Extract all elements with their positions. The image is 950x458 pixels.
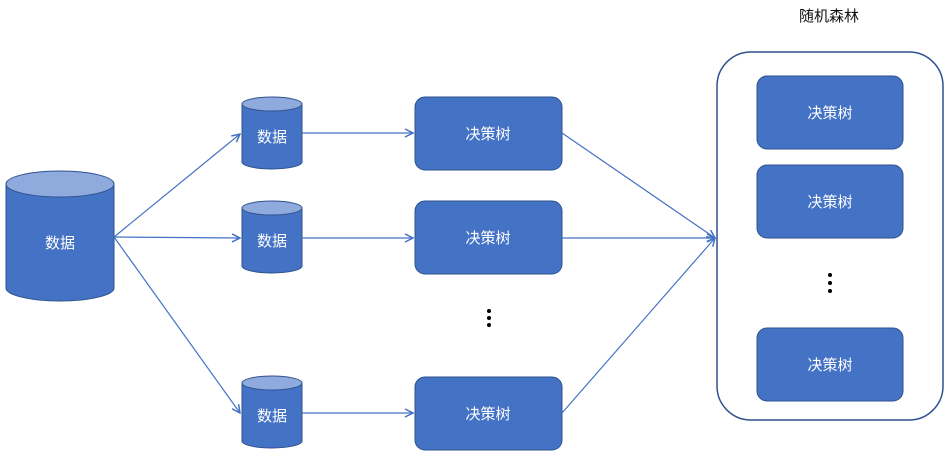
sample-data-cylinder-1: 数据	[241, 96, 303, 170]
source-data-cylinder: 数据	[5, 170, 115, 302]
forest-tree-label-2: 决策树	[807, 193, 852, 211]
source-arrows	[113, 134, 240, 413]
forest-tree-box-3: 决策树	[756, 327, 904, 402]
forest-ellipsis	[828, 273, 832, 293]
sample-arrows	[302, 133, 413, 413]
arrow-source-sample-3	[113, 236, 240, 413]
trees-ellipsis	[487, 309, 491, 327]
decision-tree-label-3: 决策树	[465, 405, 510, 423]
sample-data-label-2: 数据	[257, 232, 287, 250]
sample-data-label-3: 数据	[257, 407, 287, 425]
forest-tree-box-2: 决策树	[756, 164, 904, 239]
arrow-source-sample-2	[113, 237, 240, 238]
decision-tree-label-1: 决策树	[465, 125, 510, 143]
decision-tree-box-2: 决策树	[414, 200, 563, 275]
decision-tree-label-2: 决策树	[465, 229, 510, 247]
sample-data-label-1: 数据	[257, 128, 287, 146]
arrow-source-sample-1	[113, 134, 240, 238]
arrow-tree-forest-1	[561, 132, 715, 238]
forest-tree-label-1: 决策树	[807, 104, 852, 122]
forest-title: 随机森林	[799, 7, 859, 25]
forest-tree-box-1: 决策树	[756, 75, 904, 150]
arrow-tree-forest-3	[561, 238, 715, 414]
decision-tree-box-1: 决策树	[414, 96, 563, 171]
tree-arrows	[561, 132, 715, 414]
source-data-label: 数据	[45, 234, 75, 252]
sample-data-cylinder-3: 数据	[241, 375, 303, 449]
sample-data-cylinder-2: 数据	[241, 200, 303, 274]
forest-tree-label-3: 决策树	[807, 356, 852, 374]
decision-tree-box-3: 决策树	[414, 376, 563, 451]
